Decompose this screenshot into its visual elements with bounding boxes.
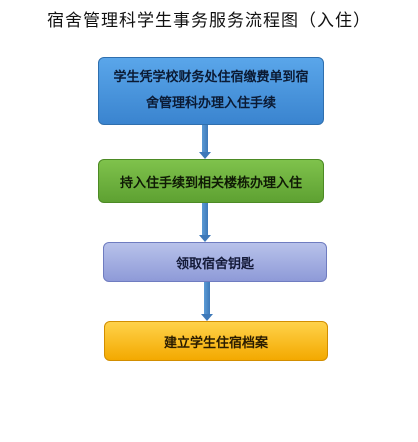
flow-step-line-2: 舍管理科办理入住手续 xyxy=(145,96,276,111)
flow-arrow-3 xyxy=(201,282,213,321)
flow-step-pay-and-register: 学生凭学校财务处住宿缴费单到宿 舍管理科办理入住手续 xyxy=(98,57,324,125)
flow-arrow-1 xyxy=(199,125,211,159)
flow-step-create-record: 建立学生住宿档案 xyxy=(104,321,328,361)
flow-step-check-in-building: 持入住手续到相关楼栋办理入住 xyxy=(98,159,324,203)
page-title: 宿舍管理科学生事务服务流程图（入住） xyxy=(47,11,371,31)
flow-step-text: 学生凭学校财务处住宿缴费单到宿 舍管理科办理入住手续 xyxy=(113,65,308,117)
flow-step-line-1: 学生凭学校财务处住宿缴费单到宿 xyxy=(113,70,309,85)
flow-arrow-2 xyxy=(199,203,211,242)
flow-step-get-keys: 领取宿舍钥匙 xyxy=(103,242,327,282)
